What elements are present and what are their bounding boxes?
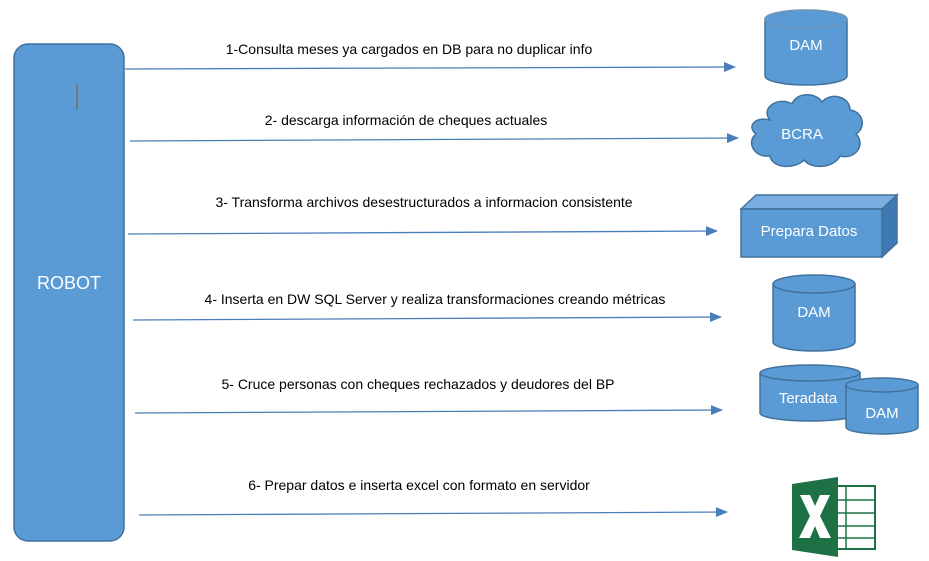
dam-2-label: DAM [797,304,830,321]
step-2-label: 2- descarga información de cheques actua… [265,112,548,128]
arrow-step-4 [132,312,722,323]
step-4-label: 4- Inserta en DW SQL Server y realiza tr… [205,291,666,307]
dam-cylinder-1: DAM [764,9,848,86]
teradata-cylinder: Teradata [759,364,861,422]
arrow-step-2 [129,133,739,144]
robot-label: ROBOT [37,273,101,293]
arrow-step-1 [124,62,736,73]
dam-3-label: DAM [865,405,898,422]
prepara-datos-box: Prepara Datos [739,193,899,259]
step-1-label: 1-Consulta meses ya cargados en DB para … [226,41,593,57]
arrow-step-3 [127,226,718,237]
bcra-label: BCRA [781,126,823,143]
excel-icon [792,477,876,557]
step-6-label: 6- Prepar datos e inserta excel con form… [248,477,590,493]
arrow-step-6 [138,507,728,518]
teradata-label: Teradata [779,390,838,407]
step-3-label: 3- Transforma archivos desestructurados … [215,194,632,210]
prepara-datos-label: Prepara Datos [761,223,858,240]
bcra-cloud: BCRA [750,94,863,168]
robot-box: ROBOT [13,43,125,542]
dam-cylinder-2: DAM [772,274,856,352]
step-5-label: 5- Cruce personas con cheques rechazados… [221,376,614,392]
dam-cylinder-3: DAM [845,377,919,435]
dam-1-label: DAM [789,37,822,54]
arrow-step-5 [134,405,723,416]
